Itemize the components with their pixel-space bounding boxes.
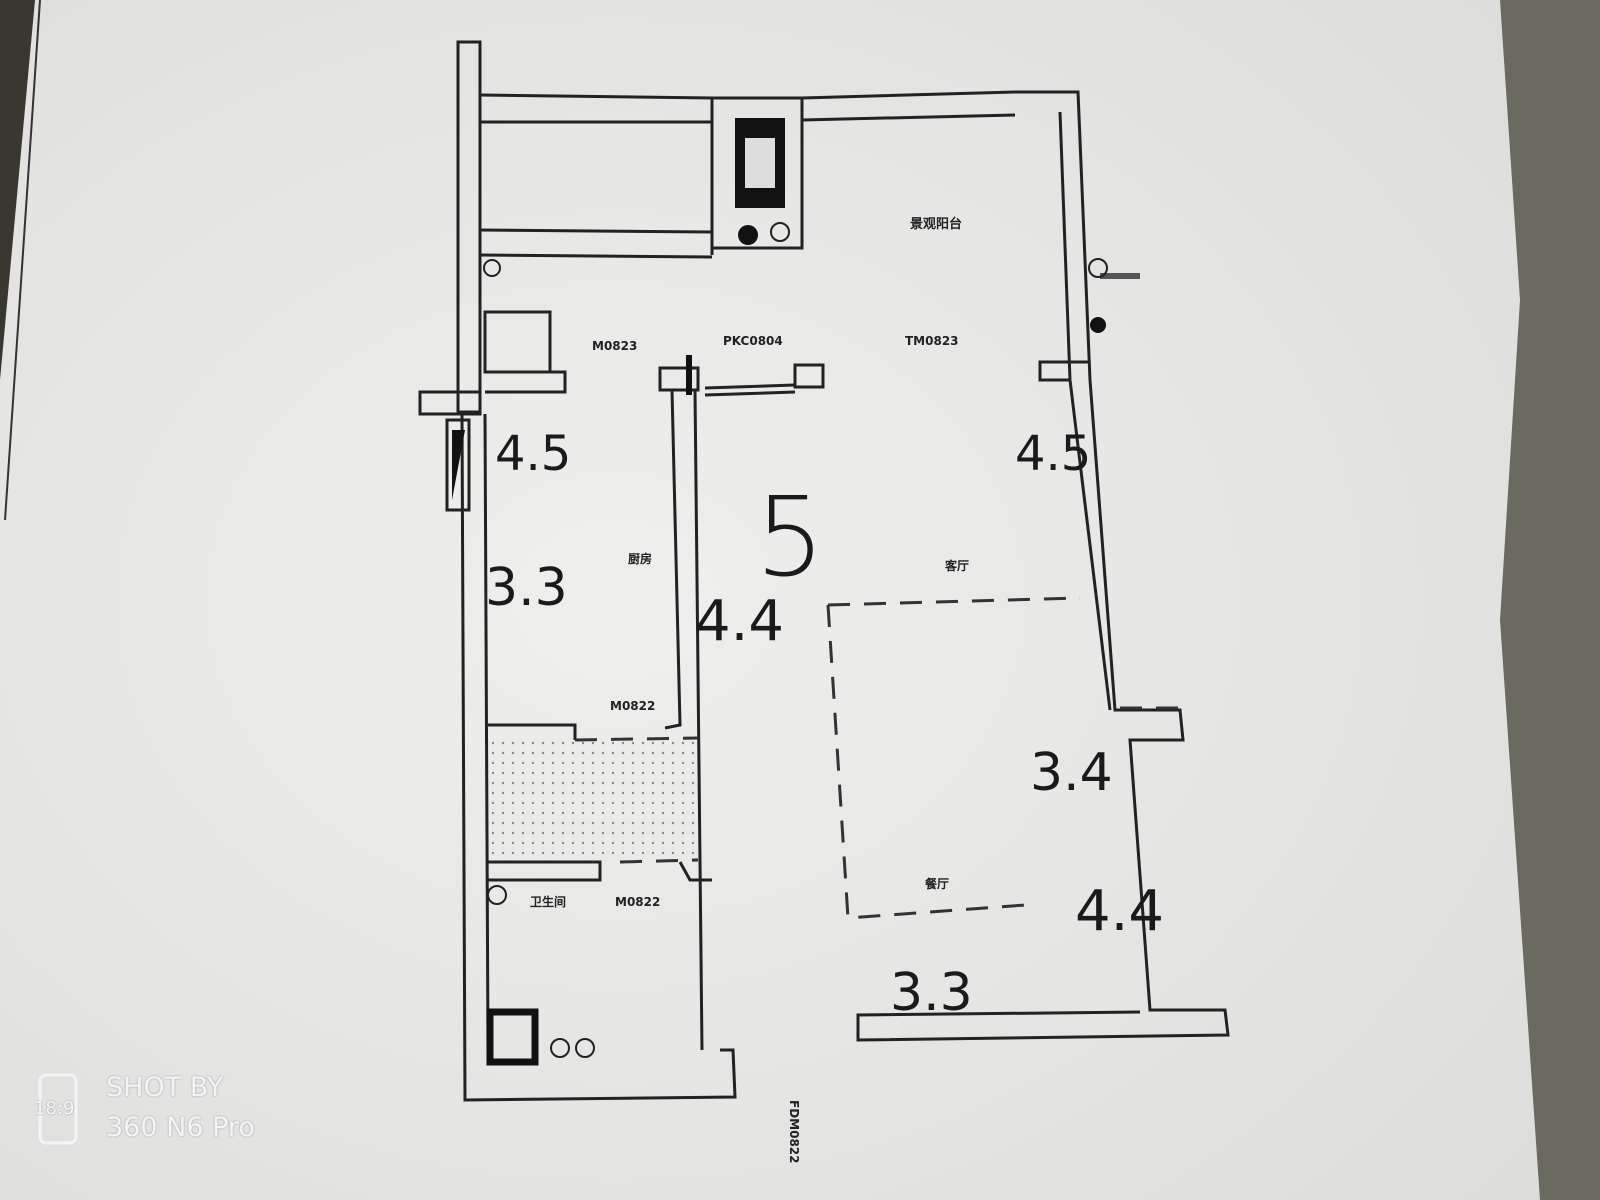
paper-border-line xyxy=(4,0,41,521)
handwritten-center-5: 5 xyxy=(755,473,825,601)
watermark-ratio: 18:9 xyxy=(34,1098,75,1119)
handwritten-3-3-bottom: 3.3 xyxy=(890,963,973,1023)
background-left xyxy=(0,0,35,380)
handwritten-3-4-right: 3.4 xyxy=(1030,743,1113,803)
room-label-kitchen: 厨房 xyxy=(628,551,652,566)
watermark-line1: SHOT BY xyxy=(106,1072,224,1103)
dashed-lines xyxy=(574,596,1180,920)
handwritten-4-4-kitchen: 4.4 xyxy=(695,589,784,654)
room-label-bathroom: 卫生间 xyxy=(530,894,566,909)
handwritten-3-3-left: 3.3 xyxy=(485,558,568,618)
watermark-line2: 360 N6 Pro xyxy=(106,1112,255,1143)
handwritten-4-5-right: 4.5 xyxy=(1015,426,1091,482)
walls xyxy=(418,40,1230,1102)
room-label-dining: 餐厅 xyxy=(925,876,949,891)
door-label-bathroom: M0822 xyxy=(615,895,660,909)
paper-sheet xyxy=(0,0,1540,1200)
room-label-balcony: 景观阳台 xyxy=(910,216,962,232)
door-label-kitchen-bottom: M0822 xyxy=(610,699,655,713)
door-label-balcony: TM0823 xyxy=(905,334,959,348)
door-label-entry: FDM0822 xyxy=(787,1100,801,1164)
fixtures xyxy=(445,118,1140,1066)
entry-hall-hatch xyxy=(488,740,698,862)
door-label-kitchen: M0823 xyxy=(592,339,637,353)
aspect-ratio-icon xyxy=(38,1073,78,1145)
room-label-living: 客厅 xyxy=(944,558,969,573)
window-label-balcony: PKC0804 xyxy=(723,334,783,348)
handwritten-4-5-left: 4.5 xyxy=(495,426,571,482)
handwritten-4-4-dining: 4.4 xyxy=(1075,879,1164,944)
